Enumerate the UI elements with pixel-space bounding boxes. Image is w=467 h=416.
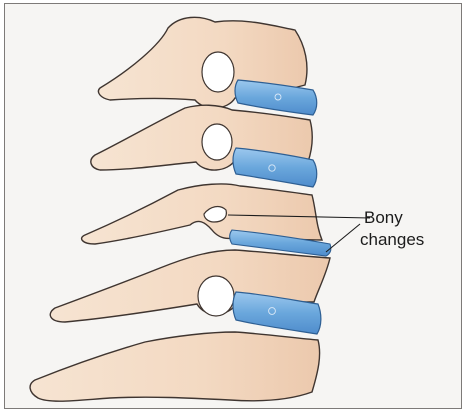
foramen-1 — [202, 52, 234, 92]
label-line-2: changes — [360, 229, 460, 251]
leader-line-disc — [326, 224, 360, 252]
bony-changes-label: Bony changes — [360, 207, 460, 251]
foramen-2 — [202, 124, 232, 160]
foramen-4 — [198, 276, 234, 316]
vertebra-3 — [82, 184, 322, 244]
vertebra-5 — [30, 332, 320, 401]
label-line-1: Bony — [360, 207, 460, 229]
